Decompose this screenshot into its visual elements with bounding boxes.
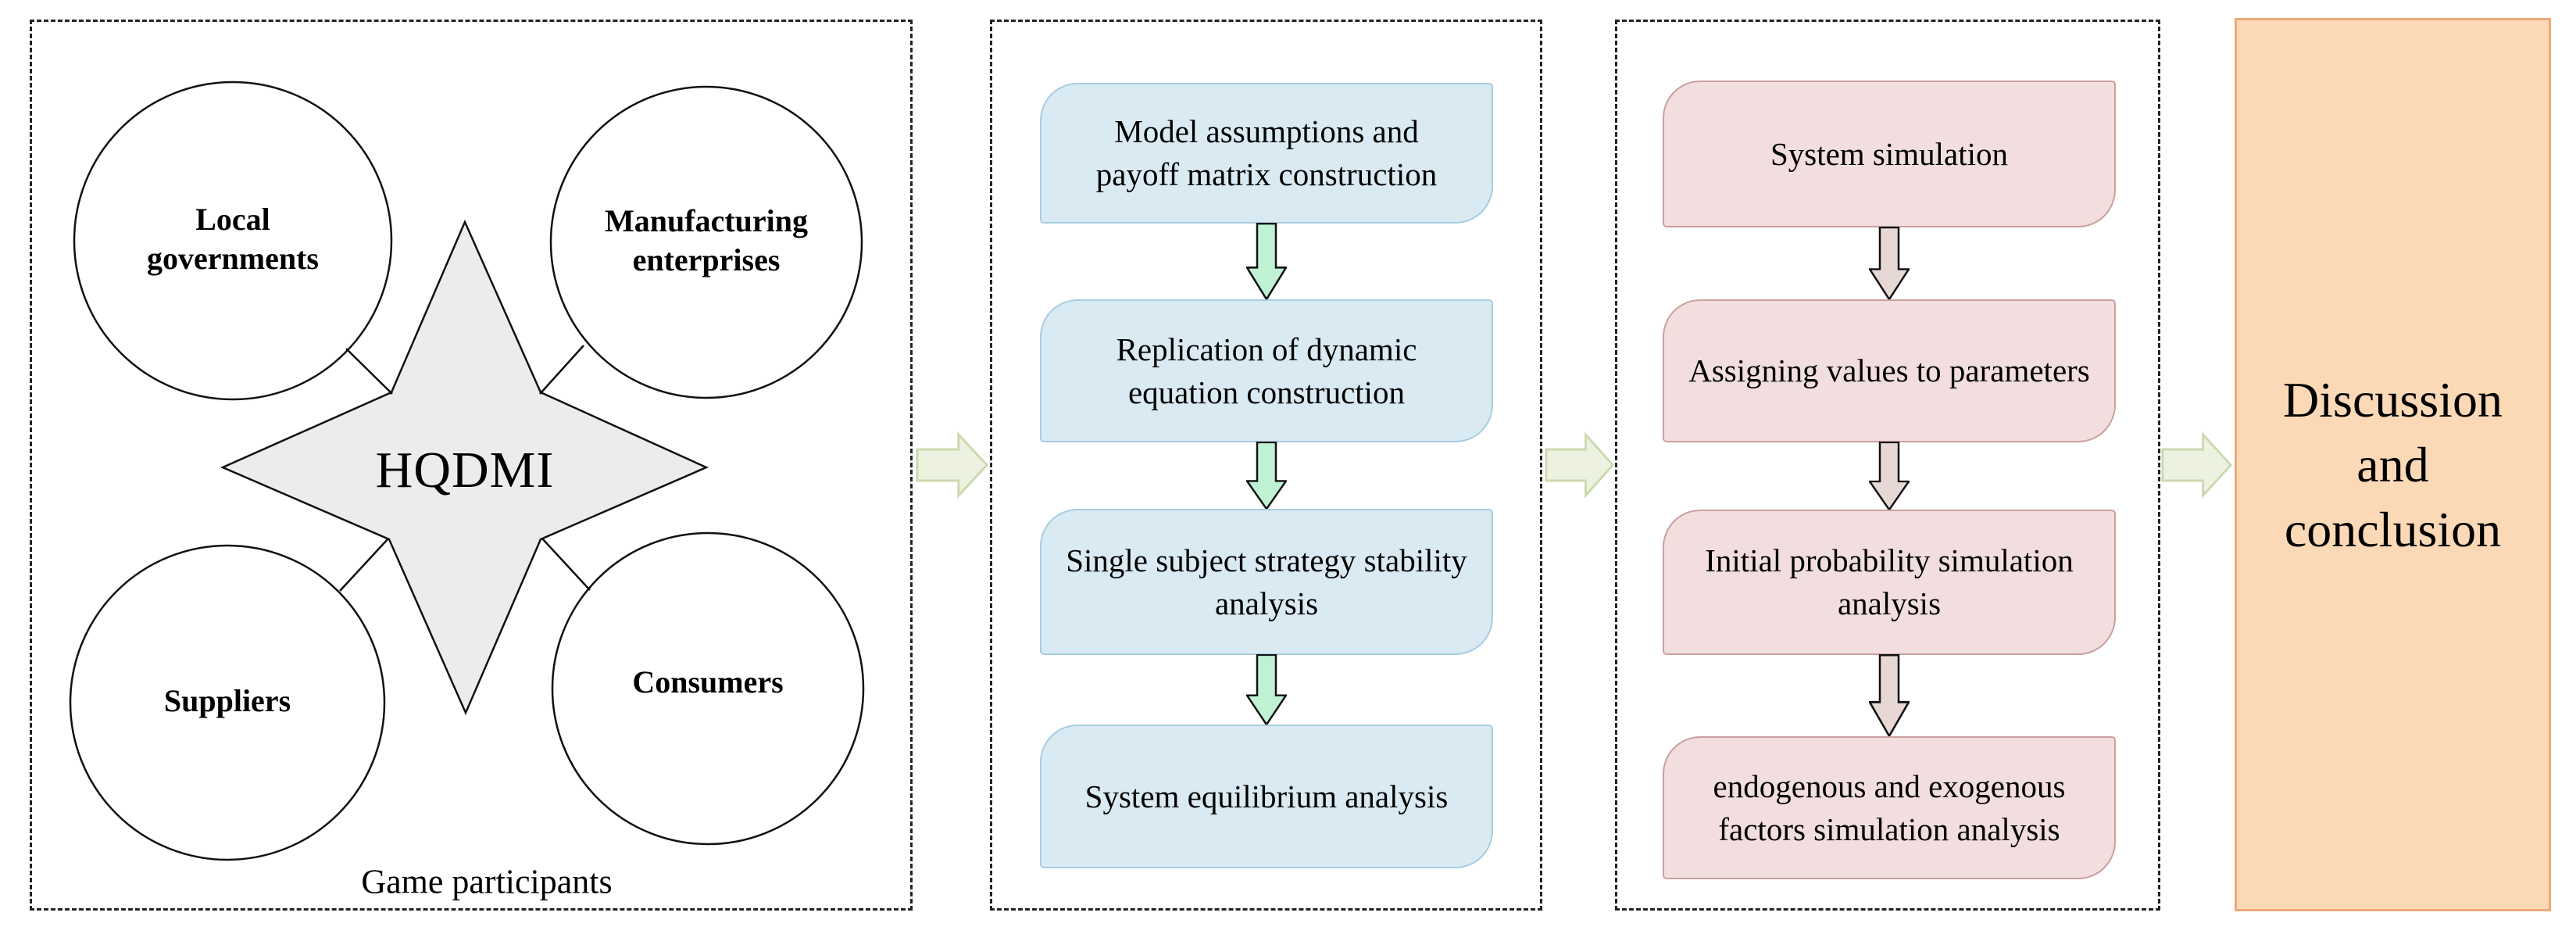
circle-suppliers bbox=[69, 544, 386, 861]
step-box-replication-dynamic: Replication of dynamic equation construc… bbox=[1040, 299, 1493, 442]
arrow-down-icon bbox=[1869, 654, 1910, 738]
panel-game-participants: Local governments Manufacturing enterpri… bbox=[30, 20, 913, 911]
arrow-down-icon bbox=[1869, 227, 1910, 301]
conclusion-line: conclusion bbox=[2284, 502, 2502, 558]
arrow-right-icon bbox=[2161, 431, 2233, 499]
connector-manufacturing bbox=[539, 345, 584, 395]
star-hqdmi bbox=[220, 219, 709, 716]
circle-local-governments bbox=[73, 81, 393, 401]
connector-suppliers bbox=[339, 538, 389, 592]
arrow-right-icon bbox=[916, 431, 989, 499]
arrow-down-icon bbox=[1246, 442, 1287, 510]
step-box-initial-probability: Initial probability simulation analysis bbox=[1663, 510, 2116, 655]
step-box-assigning-values: Assigning values to parameters bbox=[1663, 299, 2116, 442]
panel-system-simulation: System simulation Assigning values to pa… bbox=[1615, 20, 2160, 911]
panel-model-construction: Model assumptions and payoff matrix cons… bbox=[990, 20, 1542, 911]
step-box-system-equilibrium: System equilibrium analysis bbox=[1040, 725, 1493, 868]
step-box-system-simulation: System simulation bbox=[1663, 81, 2116, 227]
circle-label-local-governments: Local governments bbox=[147, 202, 319, 276]
circle-label-manufacturing-enterprises: Manufacturing enterprises bbox=[605, 203, 808, 277]
game-participants-caption: Game participants bbox=[361, 862, 613, 901]
circle-manufacturing-enterprises bbox=[549, 85, 863, 399]
step-box-single-subject-stability: Single subject strategy stability analys… bbox=[1040, 509, 1493, 655]
conclusion-line: Discussion bbox=[2283, 371, 2503, 428]
step-box-endo-exo-factors: endogenous and exogenous factors simulat… bbox=[1663, 736, 2116, 879]
circle-label-consumers: Consumers bbox=[632, 664, 784, 700]
connector-consumers bbox=[541, 538, 591, 591]
star-label-hqdmi: HQDMI bbox=[375, 442, 555, 499]
arrow-down-icon bbox=[1869, 442, 1910, 511]
participants-diagram bbox=[69, 81, 865, 861]
step-box-model-assumptions: Model assumptions and payoff matrix cons… bbox=[1040, 83, 1493, 224]
arrow-down-icon bbox=[1246, 654, 1287, 726]
circle-consumers bbox=[551, 531, 865, 846]
conclusion-line: and bbox=[2356, 436, 2429, 492]
arrow-right-icon bbox=[1545, 431, 1615, 499]
connector-local-governments bbox=[345, 348, 393, 395]
circle-label-suppliers: Suppliers bbox=[163, 683, 291, 718]
arrow-down-icon bbox=[1246, 223, 1287, 301]
conclusion-box: Discussion and conclusion bbox=[2235, 18, 2551, 911]
